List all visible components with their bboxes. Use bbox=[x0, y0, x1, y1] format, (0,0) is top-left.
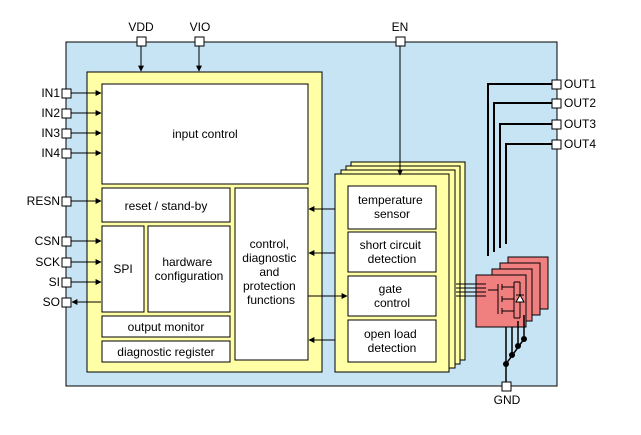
pin-in1: IN1 bbox=[41, 86, 60, 100]
short-line-1: short circuit bbox=[360, 238, 422, 252]
pin-sck: SCK bbox=[35, 255, 60, 269]
short-line-2: detection bbox=[368, 252, 417, 266]
diagnostic-register-label: diagnostic register bbox=[117, 345, 214, 359]
gate-drive-lines bbox=[456, 283, 486, 297]
control-functions-label: control, diagnostic and protection funct… bbox=[242, 237, 299, 307]
gate-line-1: gate bbox=[379, 282, 403, 296]
temp-line-2: sensor bbox=[374, 207, 410, 221]
reset-standby-label: reset / stand-by bbox=[125, 199, 208, 213]
reset-standby-block bbox=[101, 187, 231, 223]
pin-out2: OUT2 bbox=[564, 96, 596, 110]
hw-config-line-2: configuration bbox=[155, 269, 224, 283]
short-circuit-detection-block bbox=[347, 231, 437, 273]
gate-control-block bbox=[347, 275, 437, 317]
spi-block bbox=[101, 225, 145, 313]
pin-in2: IN2 bbox=[41, 106, 60, 120]
pin-so: SO bbox=[43, 295, 60, 309]
open-line-1: open load bbox=[364, 327, 417, 341]
output-monitor-label: output monitor bbox=[128, 320, 205, 334]
hardware-configuration-block bbox=[147, 225, 231, 313]
pin-in4: IN4 bbox=[41, 146, 60, 160]
short-circuit-label: short circuit detection bbox=[360, 238, 425, 266]
temperature-sensor-label: temperature sensor bbox=[358, 193, 426, 221]
diagnostic-register-block bbox=[101, 340, 231, 363]
gate-line-2: control bbox=[374, 296, 410, 310]
pin-vio: VIO bbox=[190, 20, 211, 34]
pin-squares bbox=[61, 36, 562, 392]
input-control-label: input control bbox=[172, 127, 237, 141]
spi-label: SPI bbox=[113, 262, 132, 276]
top-pin-lines bbox=[138, 46, 403, 176]
temperature-sensor-block bbox=[347, 185, 437, 230]
left-pin-lines bbox=[71, 90, 102, 305]
control-line-3: and bbox=[259, 265, 279, 279]
pin-si: SI bbox=[49, 275, 60, 289]
pin-out1: OUT1 bbox=[564, 77, 596, 91]
pin-out3: OUT3 bbox=[564, 117, 596, 131]
hardware-configuration-label: hardware configuration bbox=[155, 255, 224, 283]
pin-resn: RESN bbox=[27, 194, 60, 208]
gate-control-label: gate control bbox=[374, 282, 410, 310]
pin-en: EN bbox=[392, 20, 409, 34]
control-line-1: control, bbox=[250, 237, 289, 251]
open-load-label: open load detection bbox=[364, 327, 420, 355]
pin-csn: CSN bbox=[35, 234, 60, 248]
internal-signal-arrows bbox=[308, 206, 348, 343]
control-functions-block bbox=[234, 187, 309, 361]
control-line-4: protection bbox=[243, 279, 296, 293]
control-line-5: functions bbox=[247, 293, 295, 307]
mosfet-icon bbox=[488, 281, 525, 319]
input-control-block bbox=[101, 83, 309, 185]
hw-config-line-1: hardware bbox=[162, 255, 212, 269]
open-line-2: detection bbox=[368, 341, 417, 355]
temp-line-1: temperature bbox=[358, 193, 423, 207]
pin-gnd: GND bbox=[494, 393, 521, 407]
control-line-2: diagnostic bbox=[242, 251, 296, 265]
pin-out4: OUT4 bbox=[564, 137, 596, 151]
open-load-detection-block bbox=[347, 319, 437, 363]
pin-in3: IN3 bbox=[41, 126, 60, 140]
pin-vdd: VDD bbox=[128, 20, 154, 34]
output-monitor-block bbox=[101, 315, 231, 338]
ground-junction-dots bbox=[503, 336, 527, 367]
ground-wires bbox=[505, 315, 525, 382]
output-wires bbox=[487, 83, 556, 256]
power-stage-stack bbox=[475, 256, 549, 328]
